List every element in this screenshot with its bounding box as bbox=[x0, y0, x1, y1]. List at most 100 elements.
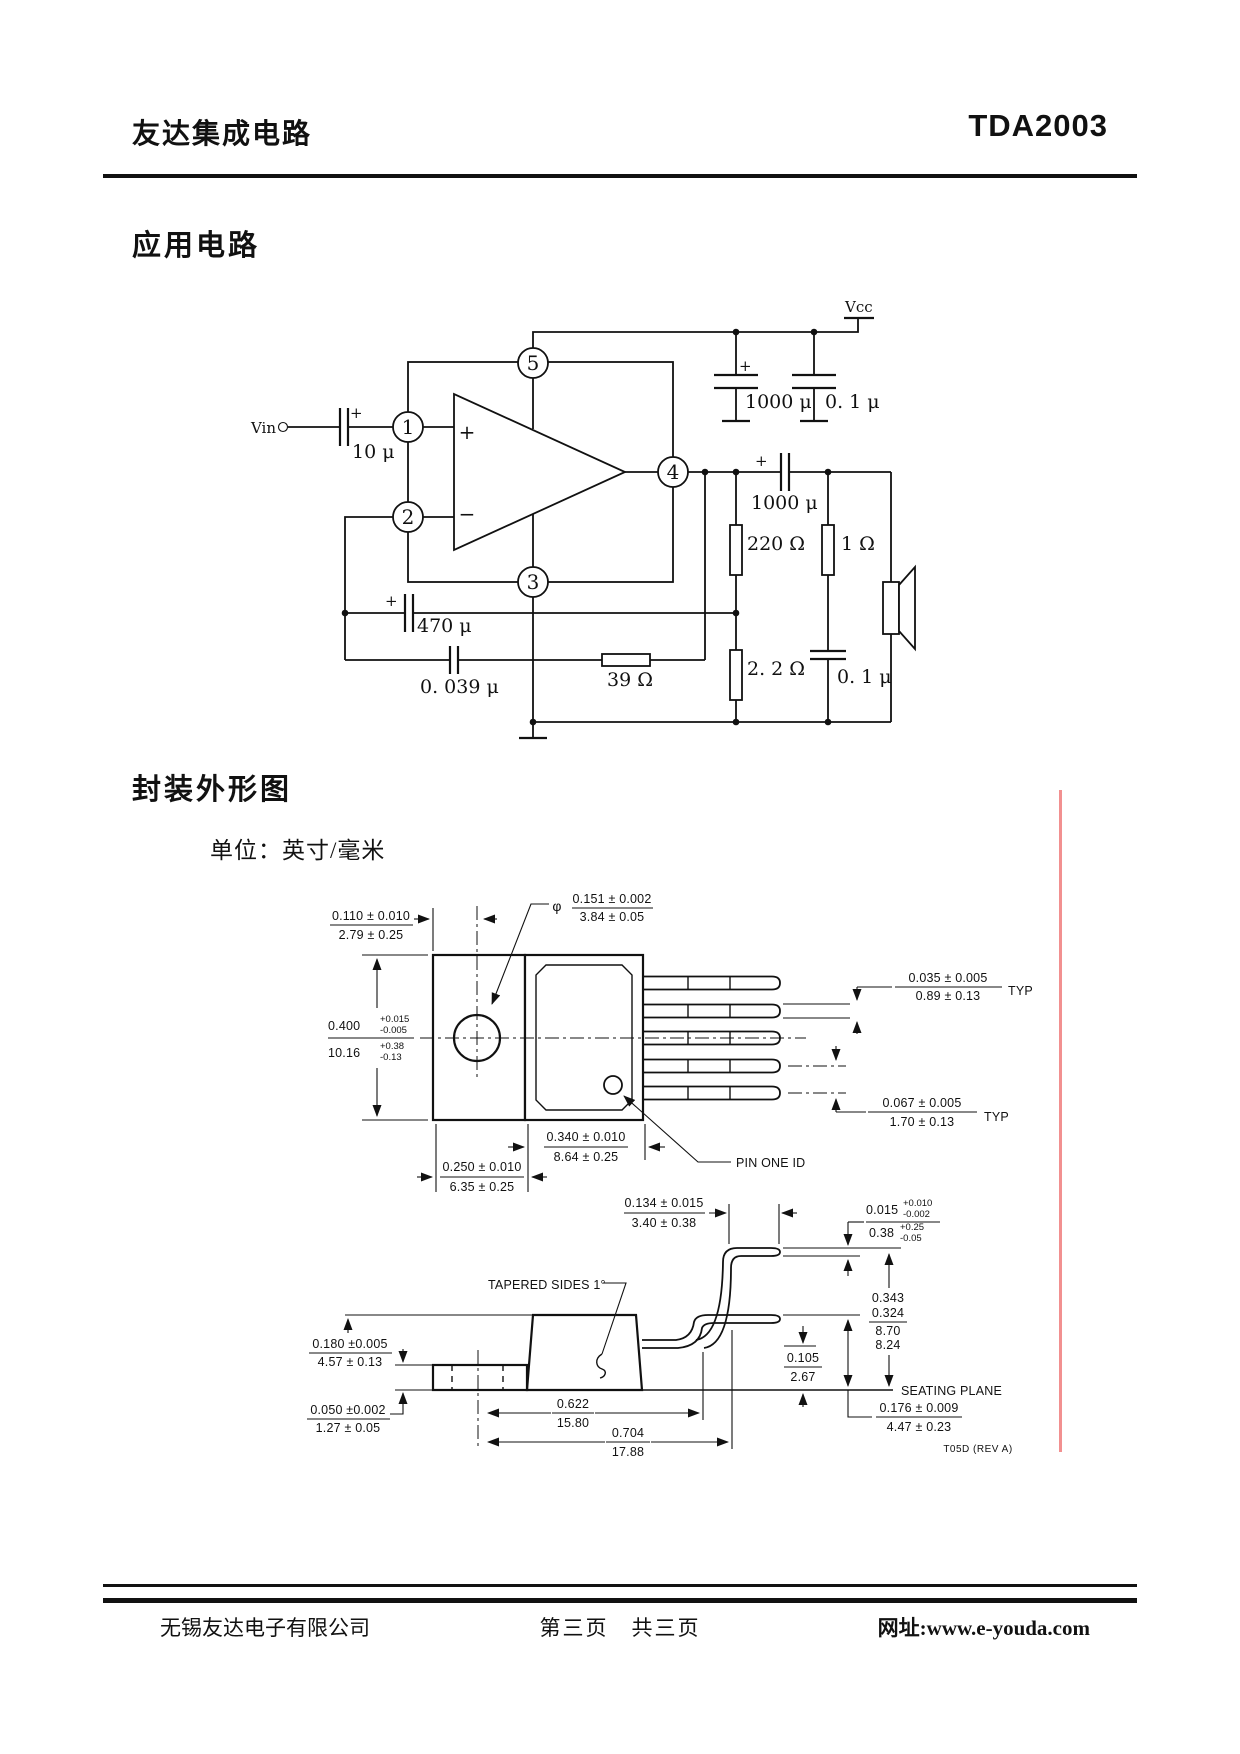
footer-company: 无锡友达电子有限公司 bbox=[160, 1616, 370, 1640]
opamp-triangle: + − bbox=[453, 377, 658, 568]
vin-terminal-icon bbox=[277, 421, 289, 433]
feedback-cap-branch: + 470 μ bbox=[345, 592, 736, 637]
speaker-icon bbox=[882, 472, 916, 722]
dim-text: 0.250 ± 0.010 bbox=[443, 1160, 522, 1174]
pink-scan-line bbox=[1059, 790, 1062, 1452]
dim-lead-thickness: 0.035 ± 0.005 0.89 ± 0.13 TYP bbox=[783, 971, 1033, 1034]
dim-lead-height: 0.343 0.324 8.70 8.24 bbox=[869, 1253, 907, 1387]
dim-text: 2.67 bbox=[790, 1370, 815, 1384]
snubber-cap-value: 0. 1 μ bbox=[837, 666, 892, 688]
footer-page-number: 第三页 共三页 bbox=[539, 1616, 701, 1640]
part-number: TDA2003 bbox=[968, 108, 1108, 143]
pin-one-id-label: PIN ONE ID bbox=[736, 1156, 805, 1170]
side-view bbox=[345, 1247, 901, 1446]
bulk-cap-plus: + bbox=[739, 357, 752, 375]
output-cap-value: 1000 μ bbox=[751, 492, 818, 514]
tapered-sides-label: TAPERED SIDES 1° bbox=[488, 1278, 606, 1292]
bent-leads bbox=[642, 1247, 781, 1349]
front-view bbox=[420, 906, 846, 1122]
feedback-cap-plus: + bbox=[385, 592, 398, 610]
dim-body-width: 0.340 ± 0.010 8.64 ± 0.25 bbox=[508, 1124, 665, 1164]
dim-text: 0.400 bbox=[328, 1019, 360, 1033]
supply-hf-cap-value: 0. 1 μ bbox=[825, 391, 880, 413]
pin3-number: 3 bbox=[527, 570, 540, 594]
dim-typ: TYP bbox=[984, 1110, 1009, 1124]
section-title-application-circuit: 应用电路 bbox=[132, 230, 261, 262]
dim-text: 0.015 bbox=[866, 1203, 898, 1217]
dim-text: 3.40 ± 0.38 bbox=[632, 1216, 697, 1230]
input-cap-plus: + bbox=[350, 404, 363, 422]
gain-resistor-icon bbox=[601, 653, 651, 667]
dim-lead-gauge: 0.015 +0.010 -0.002 0.38 +0.25 -0.05 bbox=[843, 1198, 940, 1276]
drawing-revision: T05D (REV A) bbox=[943, 1444, 1012, 1455]
dim-text: 3.84 ± 0.05 bbox=[580, 910, 645, 924]
vcc-label: Vcc bbox=[844, 298, 873, 316]
dim-typ: TYP bbox=[1008, 984, 1033, 998]
dim-lead-tip: 0.134 ± 0.015 3.40 ± 0.38 bbox=[624, 1196, 797, 1244]
dim-text: 0.134 ± 0.015 bbox=[625, 1196, 704, 1210]
dim-text: 4.47 ± 0.23 bbox=[887, 1420, 952, 1434]
dim-tol: -0.005 bbox=[380, 1025, 407, 1036]
dim-tol: +0.015 bbox=[380, 1014, 409, 1025]
dim-lower-lead-height: 0.176 ± 0.009 4.47 ± 0.23 bbox=[843, 1319, 962, 1434]
snubber-resistor-value: 1 Ω bbox=[841, 533, 875, 555]
gain-resistor-value: 39 Ω bbox=[607, 669, 653, 691]
section-title-package-outline: 封装外形图 bbox=[132, 774, 293, 806]
input-cap-value: 10 μ bbox=[352, 441, 395, 463]
bulk-cap-value: 1000 μ bbox=[745, 391, 812, 413]
dim-hole-offset: 0.110 ± 0.010 2.79 ± 0.25 bbox=[330, 908, 497, 951]
pin2-number: 2 bbox=[402, 505, 415, 529]
dim-text: 0.035 ± 0.005 bbox=[909, 971, 988, 985]
dim-tol: -0.13 bbox=[380, 1052, 402, 1063]
vcc-terminal-icon: Vcc bbox=[532, 298, 874, 349]
dim-text: 17.88 bbox=[612, 1445, 644, 1459]
dim-tab-width: 0.250 ± 0.010 6.35 ± 0.25 bbox=[417, 1124, 547, 1194]
dim-text: 0.110 ± 0.010 bbox=[332, 909, 410, 923]
dim-text: 0.704 bbox=[612, 1426, 644, 1440]
dim-text: 0.180 ±0.005 bbox=[312, 1337, 387, 1351]
dim-text: 0.343 bbox=[872, 1291, 904, 1305]
dim-text: 0.340 ± 0.010 bbox=[547, 1130, 626, 1144]
body-side bbox=[525, 1313, 644, 1392]
rc-capacitor-icon bbox=[448, 646, 460, 674]
output-branch: + 1000 μ bbox=[688, 452, 891, 514]
pin5-number: 5 bbox=[527, 351, 540, 375]
dim-text: 8.64 ± 0.25 bbox=[554, 1150, 619, 1164]
dim-body-height: 0.400 +0.015 -0.005 10.16 +0.38 -0.13 bbox=[328, 954, 428, 1121]
dim-text: 0.38 bbox=[869, 1226, 894, 1240]
dim-text: 1.27 ± 0.05 bbox=[316, 1421, 381, 1435]
rc-branch: 0. 039 μ 39 Ω bbox=[345, 472, 706, 698]
dim-lead-pitch: 0.067 ± 0.005 1.70 ± 0.13 TYP bbox=[831, 1046, 1009, 1129]
dim-text: 1.70 ± 0.13 bbox=[890, 1115, 955, 1129]
application-circuit-diagram: Vcc + − Vin + 10 μ + bbox=[250, 298, 916, 740]
dim-text: 8.70 bbox=[875, 1324, 900, 1338]
pin1-number: 1 bbox=[402, 415, 415, 439]
footer-website: 网址:www.e-youda.com bbox=[877, 1616, 1090, 1640]
vin-label: Vin bbox=[250, 419, 276, 437]
dim-tol: -0.002 bbox=[903, 1209, 930, 1220]
tab-side bbox=[431, 1363, 529, 1392]
dim-hole-diameter: φ 0.151 ± 0.002 3.84 ± 0.05 bbox=[491, 892, 653, 1005]
phi-symbol: φ bbox=[552, 898, 561, 914]
unit-note: 单位：英寸/毫米 bbox=[210, 838, 386, 863]
dim-text: 0.105 bbox=[787, 1351, 819, 1365]
supply-hf-cap: 0. 1 μ bbox=[792, 332, 880, 423]
feedback-divider: 220 Ω 2. 2 Ω bbox=[729, 472, 805, 722]
dim-text: 0.067 ± 0.005 bbox=[883, 1096, 962, 1110]
dim-tol: +0.010 bbox=[903, 1198, 932, 1209]
dim-text: 8.24 bbox=[875, 1338, 900, 1352]
body-chamfer-outline bbox=[535, 964, 633, 1111]
dim-tab-thickness: 0.050 ±0.002 1.27 ± 0.05 bbox=[307, 1392, 408, 1435]
output-capacitor-icon bbox=[779, 453, 791, 491]
junction-dots bbox=[341, 328, 832, 726]
lead-pins bbox=[642, 975, 781, 1101]
brand-title: 友达集成电路 bbox=[132, 119, 313, 150]
dim-text: 4.57 ± 0.13 bbox=[318, 1355, 383, 1369]
feedback-resistor-value: 220 Ω bbox=[747, 533, 805, 555]
footer-rule-thick bbox=[103, 1598, 1137, 1603]
snubber-resistor-icon bbox=[821, 524, 835, 576]
input-capacitor-icon bbox=[338, 408, 350, 446]
pin4-number: 4 bbox=[667, 460, 680, 484]
dim-text: 15.80 bbox=[557, 1416, 589, 1430]
dim-standoff: 0.105 2.67 bbox=[784, 1326, 822, 1407]
